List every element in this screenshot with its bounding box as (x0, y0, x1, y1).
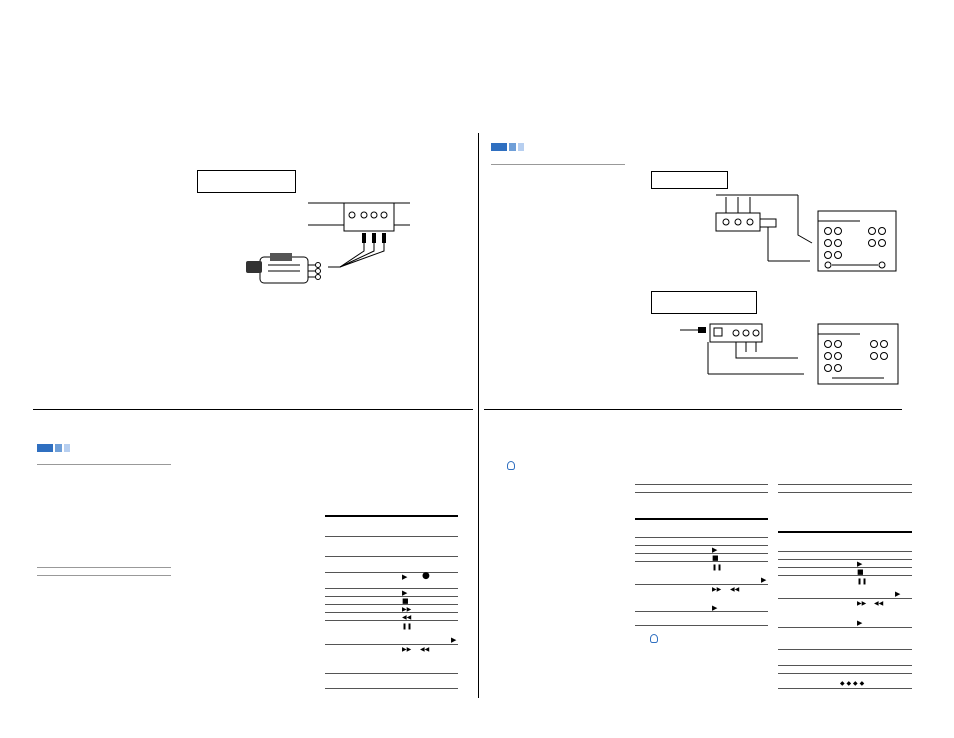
rewind-icon: ◀◀ (874, 600, 884, 607)
section-underline-top (491, 164, 625, 165)
section-tab-marker-top (491, 143, 531, 151)
stop-icon: ■ (857, 568, 864, 576)
table-row (325, 612, 458, 613)
table-row (325, 604, 458, 605)
camcorder-label-box (197, 170, 296, 193)
table-row (778, 649, 912, 650)
table-row (325, 644, 458, 645)
horizontal-divider-right (484, 409, 902, 410)
table-row (778, 598, 912, 599)
record-icon: ● (422, 571, 430, 581)
table-row (778, 551, 912, 552)
tip-icon (507, 461, 515, 470)
play-icon: ▶ (712, 546, 718, 554)
pause-icon: ❚❚ (402, 623, 413, 630)
table-row (635, 611, 768, 612)
note-line-2 (37, 575, 171, 576)
table-row (778, 484, 912, 485)
table-row (778, 665, 912, 666)
table-row (635, 553, 768, 554)
table-row (635, 584, 768, 585)
table-row (325, 620, 458, 621)
center-divider (478, 133, 479, 698)
table-row (778, 673, 912, 674)
play-icon: ▶ (857, 619, 863, 627)
stop-icon: ■ (712, 554, 719, 562)
table-row (778, 575, 912, 576)
play-icon: ▶ (857, 560, 863, 568)
camcorder-connection-diagram (246, 202, 410, 284)
note-line-1 (37, 567, 171, 568)
fast-forward-icon: ▶▶ (712, 586, 722, 593)
table-top-rule (325, 515, 458, 517)
table-row (325, 572, 458, 573)
table-row (635, 561, 768, 562)
rewind-icon: ◀◀ (730, 586, 740, 593)
table-top-rule (635, 518, 768, 520)
av-connection-diagram-1 (715, 194, 897, 272)
table-row (635, 545, 768, 546)
play-icon: ▶ (761, 576, 767, 584)
section-tab-marker-bottom (37, 444, 77, 452)
table-row (325, 673, 458, 674)
play-icon: ▶ (402, 589, 408, 597)
tip-icon (650, 634, 658, 643)
table-row (325, 536, 458, 537)
table-row (778, 627, 912, 628)
table-row (325, 588, 458, 589)
arrow-buttons-icon: ◆ ◆ ◆ ◆ (840, 680, 865, 687)
table-row (635, 492, 768, 493)
play-icon: ▶ (451, 636, 457, 644)
fast-forward-icon: ▶▶ (857, 600, 867, 607)
rewind-icon: ◀◀ (420, 646, 430, 653)
av-connection-diagram-2 (680, 323, 899, 385)
table-row (778, 567, 912, 568)
pause-icon: ❚❚ (857, 578, 868, 585)
stop-icon: ■ (402, 597, 409, 605)
play-icon: ▶ (712, 604, 718, 612)
connection-label-box-1 (651, 171, 728, 189)
connection-label-box-2 (651, 291, 757, 314)
fast-forward-icon: ▶▶ (402, 646, 412, 653)
table-row (325, 596, 458, 597)
rewind-icon: ◀◀ (402, 614, 412, 621)
fast-forward-icon: ▶▶ (402, 606, 412, 613)
table-row (325, 556, 458, 557)
table-row (778, 492, 912, 493)
table-top-rule (778, 531, 912, 533)
horizontal-divider-left (33, 409, 473, 410)
table-bottom-rule (778, 688, 912, 689)
table-bottom-rule (325, 688, 458, 689)
table-row (778, 559, 912, 560)
table-bottom-rule (635, 625, 768, 626)
play-icon: ▶ (402, 573, 408, 581)
play-icon: ▶ (895, 590, 901, 598)
table-row (635, 537, 768, 538)
section-underline-bottom (37, 464, 171, 465)
pause-icon: ❚❚ (712, 564, 723, 571)
table-row (635, 484, 768, 485)
